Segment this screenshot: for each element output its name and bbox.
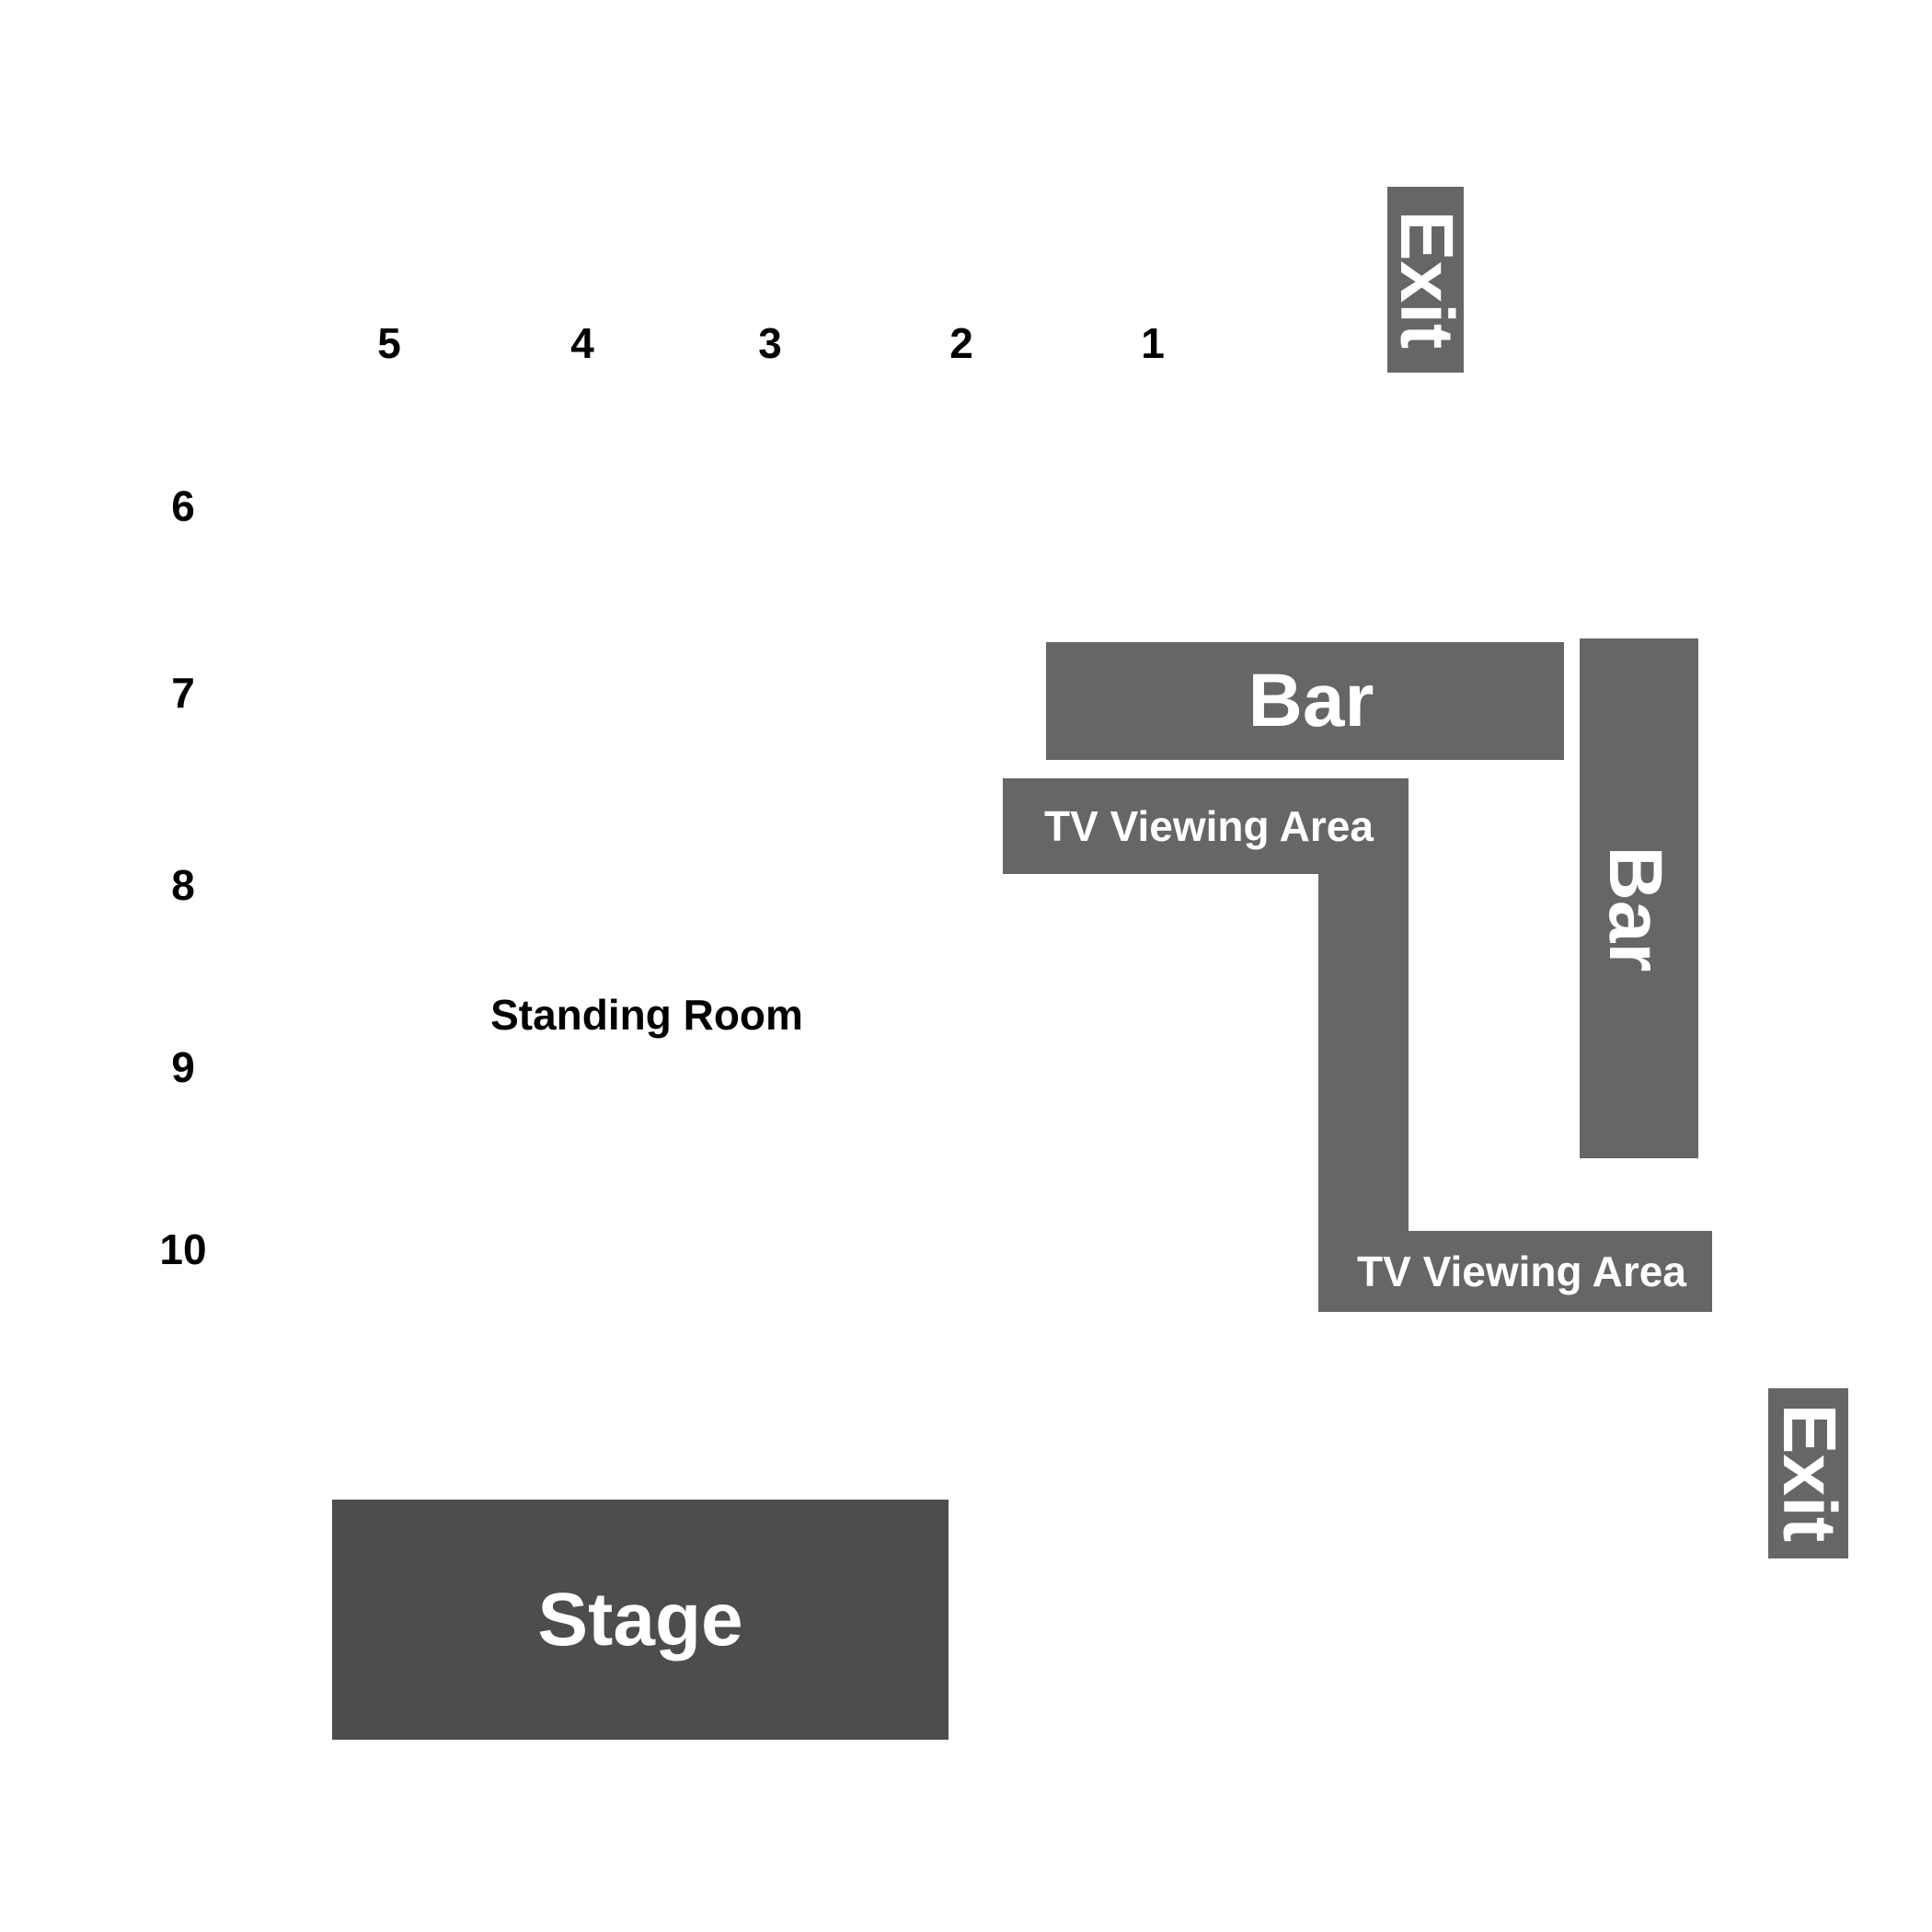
standing-room-label: Standing Room <box>490 991 803 1039</box>
column-label-1: 1 <box>1141 319 1165 367</box>
stage[interactable]: Stage <box>332 1500 949 1740</box>
column-label-5: 5 <box>377 319 401 367</box>
bar-top-label: Bar <box>1248 659 1374 742</box>
row-label-6: 6 <box>171 482 195 530</box>
stage-label: Stage <box>537 1577 743 1662</box>
tv-viewing-area-lower-label: TV Viewing Area <box>1357 1248 1686 1295</box>
exit-right[interactable]: Exit <box>1767 1388 1851 1558</box>
row-label-9: 9 <box>171 1043 195 1091</box>
column-label-2: 2 <box>949 319 973 367</box>
tv-viewing-area-connector <box>1318 872 1409 1233</box>
column-label-3: 3 <box>758 319 782 367</box>
exit-top[interactable]: Exit <box>1385 187 1468 373</box>
tv-viewing-area-upper-label: TV Viewing Area <box>1044 802 1374 850</box>
tv-viewing-area-upper[interactable]: TV Viewing Area <box>1003 778 1409 874</box>
exit-right-label: Exit <box>1767 1403 1851 1543</box>
bar-top[interactable]: Bar <box>1046 642 1564 760</box>
bar-right-label: Bar <box>1593 845 1677 972</box>
column-label-4: 4 <box>570 319 594 367</box>
tv-viewing-area-lower[interactable]: TV Viewing Area <box>1318 1231 1712 1312</box>
exit-top-label: Exit <box>1385 210 1468 350</box>
row-label-7: 7 <box>171 669 195 717</box>
row-label-8: 8 <box>171 861 195 909</box>
row-label-10: 10 <box>159 1225 207 1273</box>
bar-right[interactable]: Bar <box>1580 638 1698 1158</box>
